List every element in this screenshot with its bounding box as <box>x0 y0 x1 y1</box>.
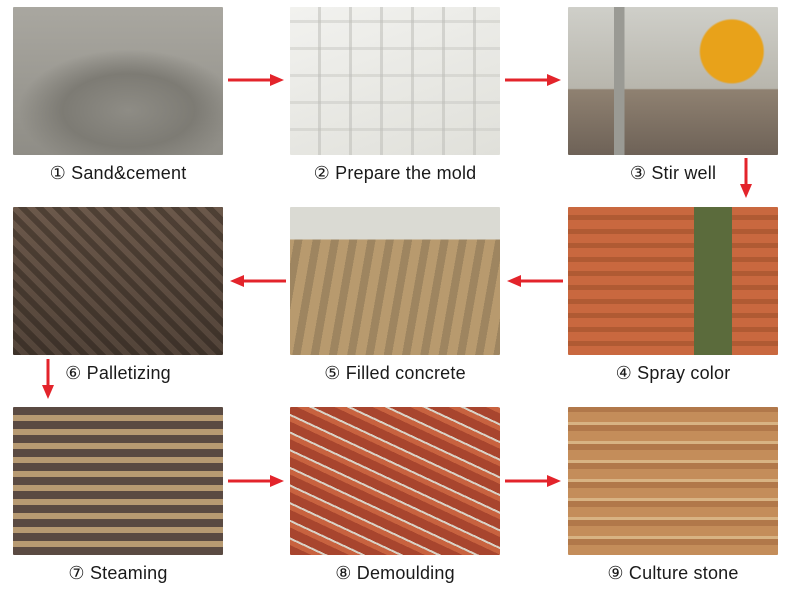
filling-concrete-photo <box>290 207 500 355</box>
steaming-photo <box>13 407 223 555</box>
arrow-right-icon <box>505 475 561 487</box>
step-6-caption: ⑥ Palletizing <box>65 363 171 383</box>
step-2-prepare-mold: ② Prepare the mold <box>290 7 500 183</box>
step-9-caption: ⑨ Culture stone <box>607 563 739 583</box>
step-8-demoulding: ⑧ Demoulding <box>290 407 500 583</box>
step-1-caption: ① Sand&cement <box>49 163 187 183</box>
arrow-right-icon <box>505 74 561 86</box>
arrow-down-icon <box>42 359 54 399</box>
arrow-right-icon <box>228 475 284 487</box>
arrow-left-icon <box>230 275 286 287</box>
arrow-right-icon <box>228 74 284 86</box>
step-8-caption: ⑧ Demoulding <box>335 563 455 583</box>
step-6-palletizing: ⑥ Palletizing <box>13 207 223 383</box>
step-3-caption: ③ Stir well <box>629 163 717 183</box>
step-4-spray-color: ④ Spray color <box>568 207 778 383</box>
step-7-steaming: ⑦ Steaming <box>13 407 223 583</box>
molds-photo <box>290 7 500 155</box>
spray-color-photo <box>568 207 778 355</box>
mixer-photo <box>568 7 778 155</box>
step-9-culture-stone: ⑨ Culture stone <box>568 407 778 583</box>
arrow-left-icon <box>507 275 563 287</box>
sand-cement-photo <box>13 7 223 155</box>
step-2-caption: ② Prepare the mold <box>313 163 477 183</box>
step-5-caption: ⑤ Filled concrete <box>324 363 466 383</box>
step-1-sand-cement: ① Sand&cement <box>13 7 223 183</box>
demoulding-photo <box>290 407 500 555</box>
step-3-stir-well: ③ Stir well <box>568 7 778 183</box>
arrow-down-icon <box>740 158 752 198</box>
step-5-filled-concrete: ⑤ Filled concrete <box>290 207 500 383</box>
palletizing-photo <box>13 207 223 355</box>
step-7-caption: ⑦ Steaming <box>68 563 168 583</box>
culture-stone-photo <box>568 407 778 555</box>
step-4-caption: ④ Spray color <box>615 363 731 383</box>
